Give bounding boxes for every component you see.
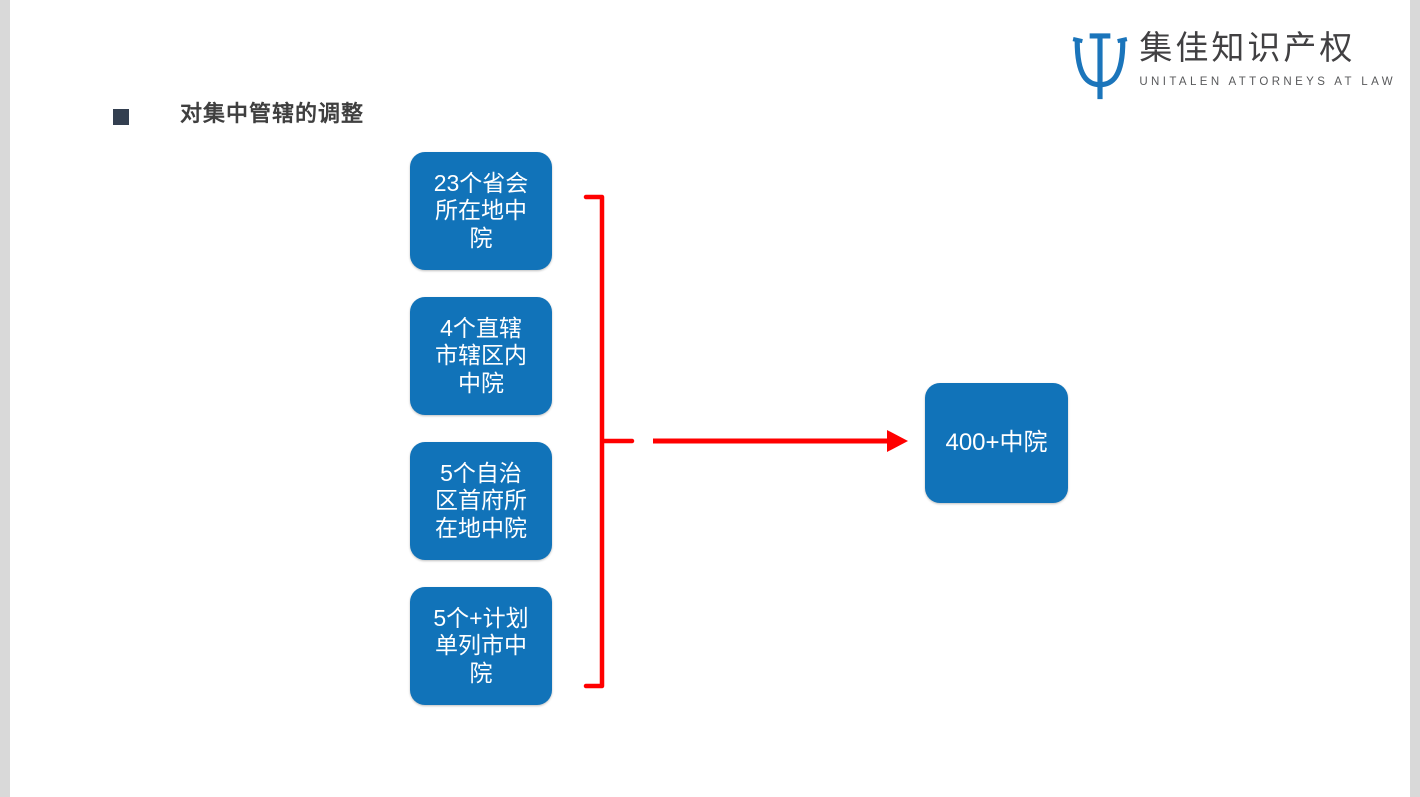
arrow-head-icon bbox=[887, 430, 908, 452]
unitalen-trident-icon bbox=[1072, 33, 1128, 100]
source-box-planned-city: 5个+计划 单列市中 院 bbox=[410, 587, 552, 705]
source-box-autonomous-region: 5个自治 区首府所 在地中院 bbox=[410, 442, 552, 560]
source-box-provincial-capital: 23个省会 所在地中 院 bbox=[410, 152, 552, 270]
slide-edge-left bbox=[0, 0, 10, 797]
slide-edge-right bbox=[1410, 0, 1420, 797]
logo-text: 集佳知识产权 UNITALEN ATTORNEYS AT LAW bbox=[1139, 29, 1396, 89]
logo-tagline: UNITALEN ATTORNEYS AT LAW bbox=[1139, 76, 1396, 89]
bracket-icon bbox=[583, 194, 635, 689]
bullet-icon bbox=[113, 109, 129, 125]
company-logo: 集佳知识产权 UNITALEN ATTORNEYS AT LAW bbox=[1071, 29, 1396, 102]
logo-brand-name: 集佳知识产权 bbox=[1139, 29, 1356, 66]
result-box-400-courts: 400+中院 bbox=[925, 383, 1068, 503]
source-box-municipality: 4个直辖 市辖区内 中院 bbox=[410, 297, 552, 415]
page-title: 对集中管辖的调整 bbox=[180, 101, 365, 126]
